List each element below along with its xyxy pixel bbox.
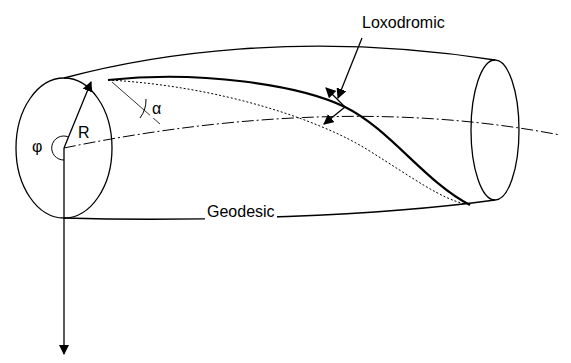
right-end-ellipse [471,60,519,200]
tangent-arrow [324,107,345,124]
angle-symbol: φ [30,138,44,156]
radius-symbol: R [76,124,92,142]
curve-label: Loxodromic [360,14,447,32]
phi-arc [52,136,69,160]
reference-arrow [63,148,64,354]
radius-arrow [64,82,91,148]
curve-label: Geodesic [205,203,277,221]
leader-arrow [338,38,362,98]
geodesic-curve [108,80,465,204]
alpha-arc [140,99,146,118]
center-axis [64,116,560,148]
angle-symbol: α [150,100,163,118]
tube-top-edge [64,46,495,78]
tangent-arrow [326,88,345,107]
loxodromic-curve [108,77,470,205]
tube-bottom-edge [64,200,495,219]
